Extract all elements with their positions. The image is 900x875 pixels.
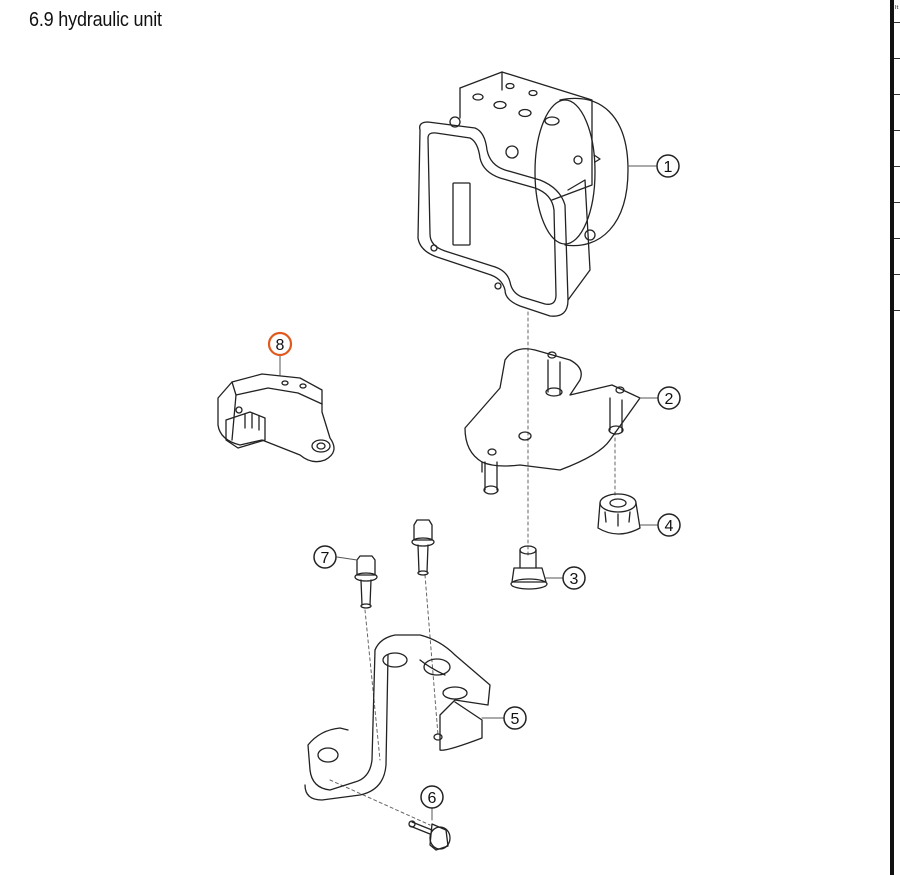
rubber-grommet-drawing [597,493,641,535]
callout-4-label: 4 [665,518,674,535]
callout-5: 5 [503,706,527,730]
table-row-rule [894,202,900,203]
collar-screw-drawing [354,519,435,609]
holder-drawing [304,634,491,801]
flange-bolt-drawing [510,545,548,590]
callout-6-label: 6 [428,790,437,807]
table-row-rule [894,22,900,23]
page-title: 6.9 hydraulic unit [29,9,162,31]
table-row-rule [894,238,900,239]
mounting-bracket-drawing [464,348,641,495]
callout-3-label: 3 [570,571,579,588]
callout-7: 7 [313,545,337,569]
callout-8-highlighted: 8 [267,331,293,357]
sensor-drawing [217,373,335,463]
table-row-rule [894,130,900,131]
table-row-rule [894,310,900,311]
callout-2-label: 2 [665,391,674,408]
callout-4: 4 [657,513,681,537]
table-row-rule [894,94,900,95]
table-border [890,0,894,875]
right-table-frame: It [888,0,900,875]
callout-1-label: 1 [664,159,673,176]
table-row-rule [894,274,900,275]
collar-bolt-drawing [408,820,451,851]
callout-8-label: 8 [276,337,285,354]
hydraulic-unit-drawing [417,71,629,317]
callout-5-label: 5 [511,711,520,728]
table-header-label: It [895,5,899,11]
table-row-rule [894,58,900,59]
assembly-lines [329,311,616,826]
callout-7-label: 7 [321,550,330,567]
callout-3: 3 [562,566,586,590]
leader-lines [279,165,659,821]
callout-6: 6 [420,785,444,809]
callout-1: 1 [656,154,680,178]
callout-2: 2 [657,386,681,410]
table-row-rule [894,166,900,167]
